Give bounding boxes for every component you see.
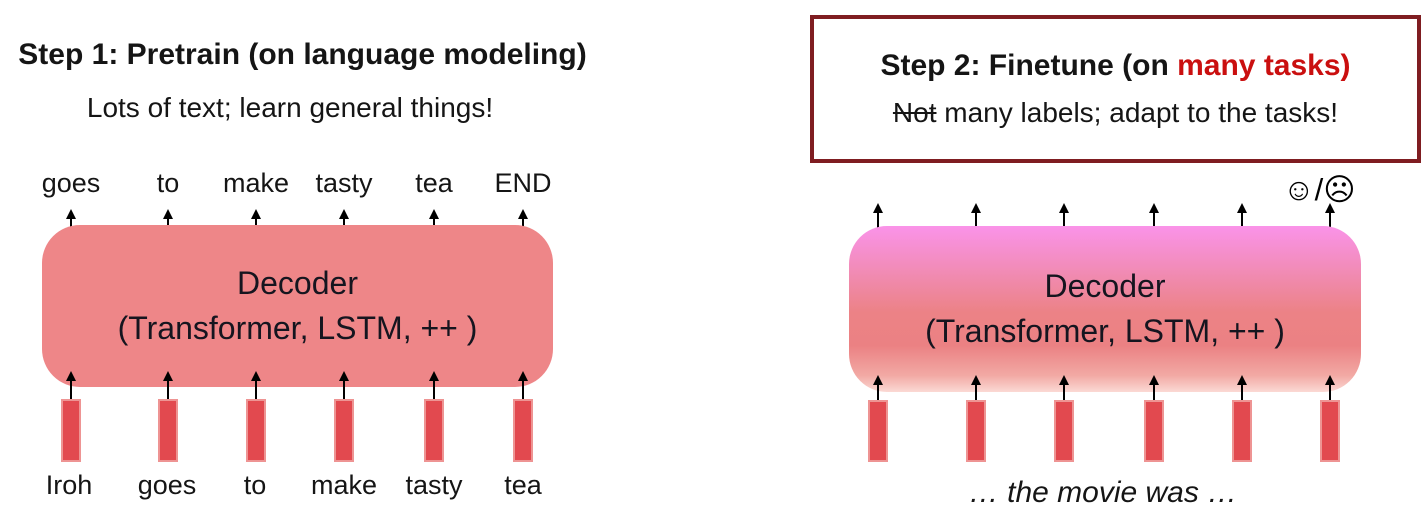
input-embedding-bar [61,399,81,462]
input-word: Iroh [45,470,93,500]
decoder-label: Decoder [237,264,358,301]
up-arrow [1058,375,1069,402]
input-embedding-bar [513,399,533,462]
up-arrow [1058,203,1069,229]
pretrain-panel: Step 1: Pretrain (on language modeling) … [0,0,620,530]
pretrain-decoder-box: Decoder (Transformer, LSTM, ++ ) [42,225,553,387]
decoder-sublabel: (Transformer, LSTM, ++ ) [925,313,1285,349]
up-arrow [1324,203,1335,229]
up-arrow [1148,375,1159,402]
input-embedding-bar [1232,400,1252,462]
finetune-title-prefix: Step 2: Finetune (on [880,49,1178,83]
up-arrow [65,371,76,399]
finetune-subtitle-strike: Not [892,96,937,128]
finetune-subtitle: Not many labels; adapt to the tasks! [893,97,1338,129]
finetune-input-caption: … the movie was … [968,476,1238,509]
decoder-sublabel: (Transformer, LSTM, ++ ) [117,310,478,346]
input-embedding-bar [334,399,354,462]
up-arrow [970,203,981,229]
output-word: END [494,168,552,198]
input-word: tea [504,470,542,500]
input-embedding-bar [1144,400,1164,462]
input-embedding-bar [1320,400,1340,462]
input-embedding-bar [966,400,986,462]
up-arrow [1236,203,1247,229]
up-arrow [1148,203,1159,229]
input-word: goes [137,470,197,500]
up-arrow [1236,375,1247,402]
up-arrow [872,203,883,229]
decoder-label: Decoder [1044,267,1166,304]
input-embedding-bar [246,399,266,462]
up-arrow [162,371,173,399]
output-word: make [222,168,290,198]
finetune-header-box: Step 2: Finetune (on many tasks) Not man… [810,15,1421,163]
finetune-title-highlight: many tasks) [1177,49,1351,83]
input-embedding-bar [1054,400,1074,462]
pretrain-subtitle: Lots of text; learn general things! [86,92,494,123]
input-word: tasty [405,470,463,500]
finetune-decoder-box: Decoder (Transformer, LSTM, ++ ) [849,226,1361,392]
input-word: make [310,470,378,500]
input-embedding-bar [424,399,444,462]
up-arrow [338,371,349,399]
up-arrow [872,375,883,402]
sentiment-faces-icon: ☺/☹ [1283,172,1356,207]
finetune-title: Step 2: Finetune (on many tasks) [880,49,1350,84]
finetune-subtitle-rest: many labels; adapt to the tasks! [936,96,1339,128]
input-embedding-bar [868,400,888,462]
input-embedding-bar [158,399,178,462]
up-arrow [428,371,439,399]
up-arrow [1324,375,1335,402]
output-word: goes [41,168,101,198]
finetune-panel: Step 2: Finetune (on many tasks) Not man… [620,0,1427,530]
up-arrow [250,371,261,399]
output-word: tea [415,168,453,198]
up-arrow [517,371,528,399]
up-arrow [970,375,981,402]
output-word: tasty [315,168,373,198]
output-word: to [156,168,180,198]
pretrain-title: Step 1: Pretrain (on language modeling) [18,38,587,71]
input-word: to [243,470,267,500]
